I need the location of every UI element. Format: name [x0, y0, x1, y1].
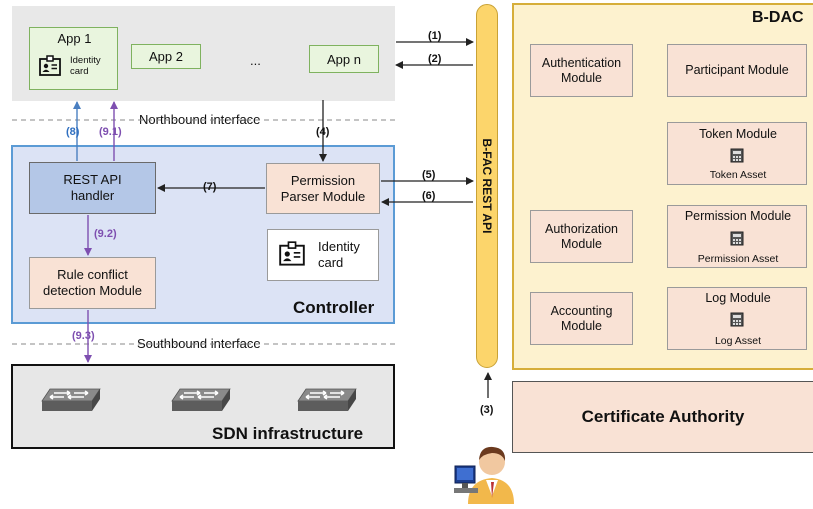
rest-api-handler-label-1: REST API — [63, 172, 122, 187]
permission-asset-label: Permission Asset — [697, 253, 779, 265]
accounting-label-1: Accounting — [550, 303, 613, 318]
identity-card-icon — [39, 55, 61, 82]
accounting-label-2: Module — [561, 318, 602, 333]
accounting-module-box[interactable]: Accounting Module — [530, 292, 633, 345]
log-asset-label: Log Asset — [714, 335, 762, 347]
token-asset-label: Token Asset — [709, 169, 767, 181]
app-1-card-label-2: card — [70, 66, 89, 77]
app-2-box[interactable]: App 2 — [131, 44, 201, 69]
permission-parser-label-2: Parser Module — [280, 188, 366, 204]
permission-module-box[interactable]: Permission Module Permission Asset — [667, 205, 807, 268]
southbound-interface-label: Southbound interface — [137, 336, 261, 351]
permission-module-label: Permission Module — [684, 209, 792, 223]
token-module-label: Token Module — [699, 127, 777, 141]
participant-module-box[interactable]: Participant Module — [667, 44, 807, 97]
log-module-box[interactable]: Log Module Log Asset — [667, 287, 807, 350]
b-fac-rest-api-bar[interactable] — [476, 4, 498, 368]
app-1-box[interactable]: App 1 Identity card — [29, 27, 118, 90]
step-7-label: (7) — [203, 181, 217, 193]
step-9-3-label: (9.3) — [72, 330, 95, 342]
step-4-label: (4) — [316, 126, 330, 138]
authentication-label-2: Module — [561, 70, 602, 85]
northbound-interface-label: Northbound interface — [139, 112, 261, 127]
rest-api-handler-label-2: handler — [70, 188, 115, 203]
authorization-label-2: Module — [561, 236, 602, 251]
rule-conflict-label-2: detection Module — [42, 283, 142, 298]
step-2-label: (2) — [428, 53, 442, 65]
step-8-label: (8) — [66, 126, 80, 138]
log-module-label: Log Module — [705, 291, 771, 305]
authorization-module-box[interactable]: Authorization Module — [530, 210, 633, 263]
identity-card-icon — [278, 241, 306, 272]
rule-conflict-detection-module-box[interactable]: Rule conflict detection Module — [29, 257, 156, 309]
step-3-label: (3) — [480, 404, 494, 416]
sdn-infrastructure-title: SDN infrastructure — [212, 424, 364, 443]
token-module-box[interactable]: Token Module Token Asset — [667, 122, 807, 185]
app-1-label: App 1 — [57, 31, 92, 46]
step-9-2-label: (9.2) — [94, 228, 117, 240]
step-6-label: (6) — [422, 190, 436, 202]
authentication-module-box[interactable]: Authentication Module — [530, 44, 633, 97]
ledger-icon — [730, 231, 744, 251]
certificate-authority-box[interactable]: Certificate Authority — [512, 381, 813, 453]
rule-conflict-label-1: Rule conflict — [57, 267, 128, 282]
network-switch-icon — [40, 387, 102, 415]
apps-ellipsis: ... — [250, 53, 261, 68]
step-9-1-label: (9.1) — [99, 126, 122, 138]
app-1-card-label-1: Identity — [70, 55, 101, 66]
b-dac-title: B-DAC — [752, 9, 804, 26]
step-1-label: (1) — [428, 30, 442, 42]
controller-identity-card-label-2: card — [318, 255, 344, 270]
user-at-computer-icon — [452, 438, 518, 509]
ledger-icon — [730, 148, 744, 168]
permission-parser-module-box[interactable]: Permission Parser Module — [266, 163, 380, 214]
app-n-box[interactable]: App n — [309, 45, 379, 73]
ledger-icon — [730, 312, 744, 332]
rest-api-handler-box[interactable]: REST API handler — [29, 162, 156, 214]
network-switch-icon — [170, 387, 232, 415]
controller-identity-card-box: Identity card — [267, 229, 379, 281]
step-5-label: (5) — [422, 169, 436, 181]
network-switch-icon — [296, 387, 358, 415]
authorization-label-1: Authorization — [545, 221, 618, 236]
authentication-label-1: Authentication — [541, 55, 622, 70]
controller-identity-card-label-1: Identity — [318, 239, 360, 254]
controller-title: Controller — [293, 298, 375, 317]
permission-parser-label-1: Permission — [290, 172, 356, 188]
